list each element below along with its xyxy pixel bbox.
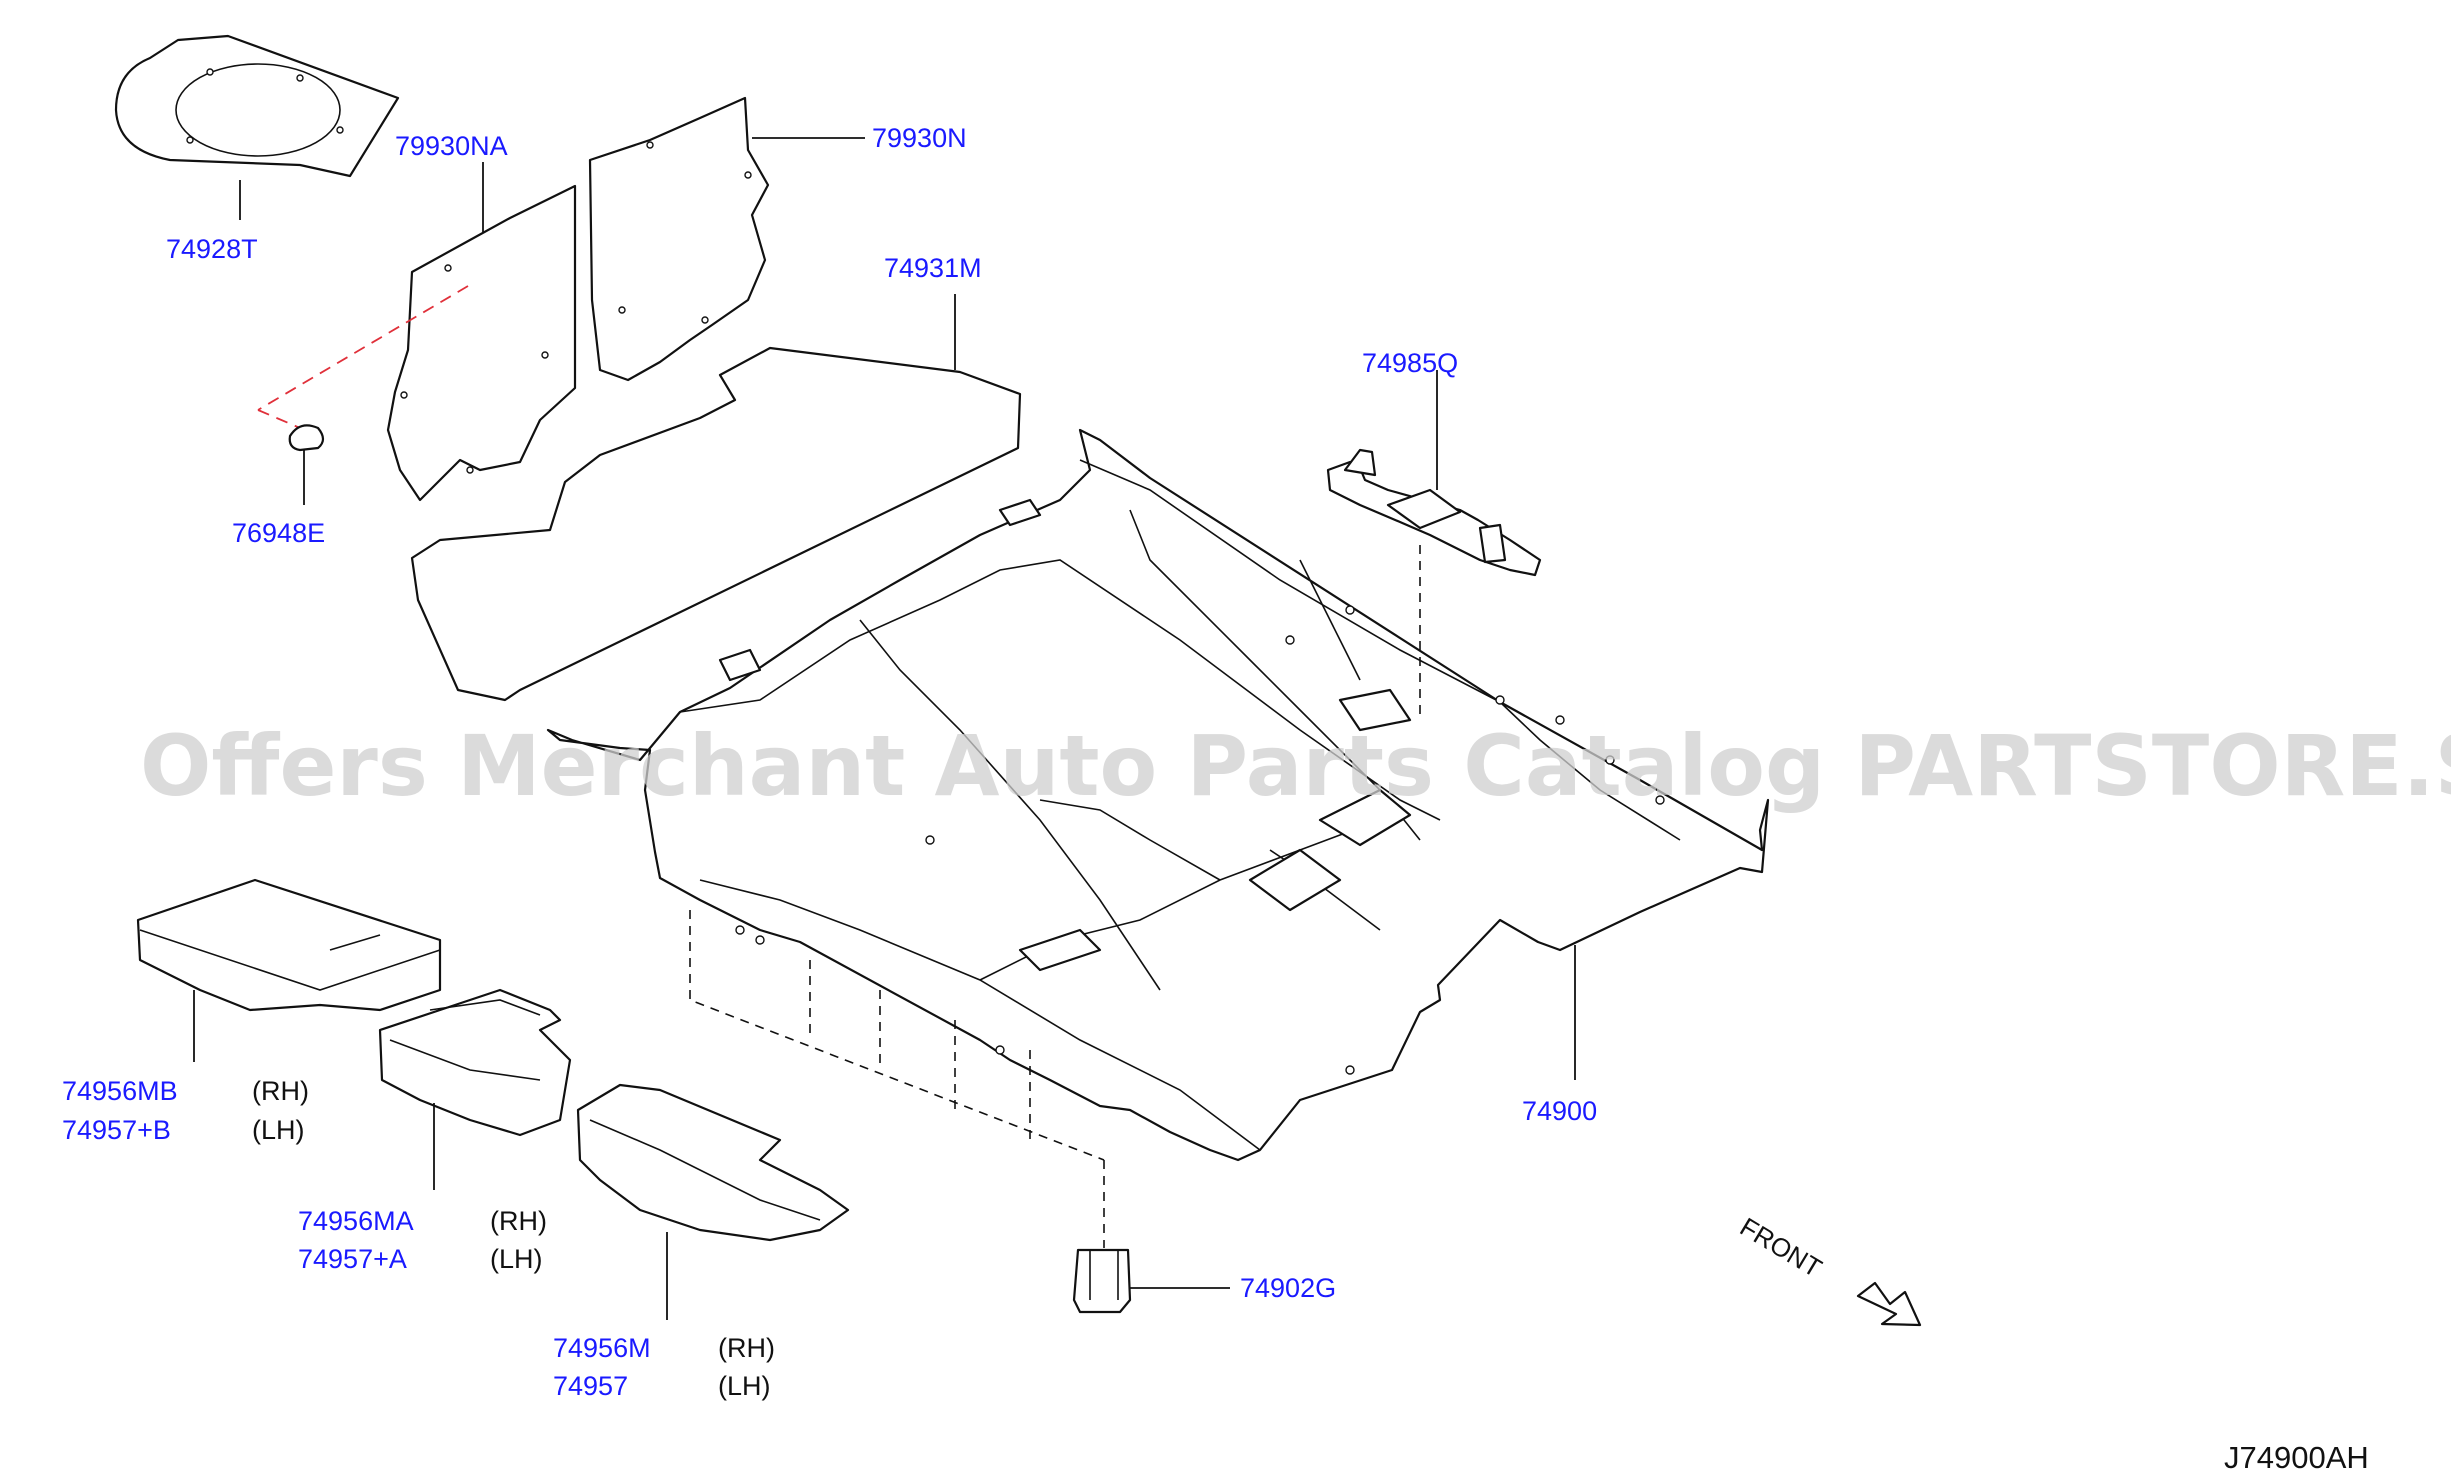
side-lh-74957A: (LH) <box>490 1244 543 1274</box>
part-74902G-illustration <box>689 910 1230 1314</box>
part-74956M-illustration <box>576 1083 850 1320</box>
part-74956MA-illustration <box>378 988 572 1190</box>
diagram-code: J74900AH <box>2224 1440 2369 1475</box>
side-lh-74957: (LH) <box>718 1371 771 1401</box>
label-74957A[interactable]: 74957+A <box>298 1244 407 1274</box>
label-79930NA[interactable]: 79930NA <box>395 131 508 161</box>
label-74902G[interactable]: 74902G <box>1240 1273 1336 1303</box>
front-arrow <box>1856 1281 1922 1327</box>
front-label: FRONT <box>1735 1211 1827 1283</box>
label-74956M[interactable]: 74956M <box>553 1333 651 1363</box>
side-rh-74956MA: (RH) <box>490 1206 547 1236</box>
label-74931M[interactable]: 74931M <box>884 253 982 283</box>
watermark-text: Offers Merchant Auto Parts Catalog PARTS… <box>140 717 2451 815</box>
label-74985Q[interactable]: 74985Q <box>1362 348 1458 378</box>
label-79930N[interactable]: 79930N <box>872 123 967 153</box>
label-76948E[interactable]: 76948E <box>232 518 325 548</box>
label-74957B[interactable]: 74957+B <box>62 1115 171 1145</box>
part-74985Q-illustration <box>1326 370 1542 720</box>
part-74900-illustration <box>546 428 1770 1162</box>
part-79930N-illustration <box>588 96 865 382</box>
side-rh-74956MB: (RH) <box>252 1076 309 1106</box>
side-lh-74957B: (LH) <box>252 1115 305 1145</box>
part-79930NA-illustration <box>257 162 577 502</box>
label-74928T[interactable]: 74928T <box>166 234 258 264</box>
part-74931M-illustration <box>410 294 1022 702</box>
label-74956MA[interactable]: 74956MA <box>298 1206 414 1236</box>
part-74956MB-illustration <box>136 878 442 1062</box>
label-74957[interactable]: 74957 <box>553 1371 628 1401</box>
part-76948E-illustration <box>288 424 325 505</box>
part-74928T-illustration <box>114 34 400 220</box>
side-rh-74956M: (RH) <box>718 1333 775 1363</box>
label-74900[interactable]: 74900 <box>1522 1096 1597 1126</box>
label-74956MB[interactable]: 74956MB <box>62 1076 178 1106</box>
